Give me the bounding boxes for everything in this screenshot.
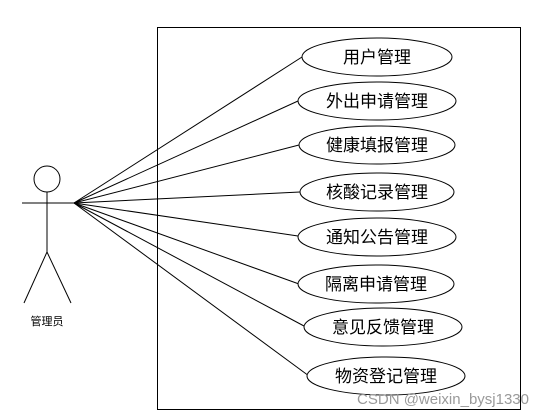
use-case-ellipse xyxy=(297,81,457,121)
use-case-label: 健康填报管理 xyxy=(326,136,428,156)
use-case-3: 健康填报管理 xyxy=(298,125,456,165)
system-boundary xyxy=(157,27,521,410)
actor-left-leg xyxy=(23,251,48,304)
association-line-7 xyxy=(73,202,305,327)
use-case-2: 外出申请管理 xyxy=(297,81,457,121)
use-case-1: 用户管理 xyxy=(301,37,453,77)
association-line-5 xyxy=(73,202,299,237)
association-line-8 xyxy=(73,202,310,377)
use-case-ellipse xyxy=(306,356,466,396)
association-line-2 xyxy=(73,100,299,204)
use-case-label: 意见反馈管理 xyxy=(332,318,434,338)
association-line-3 xyxy=(73,144,300,204)
use-case-label: 隔离申请管理 xyxy=(325,275,427,295)
use-case-label: 通知公告管理 xyxy=(326,228,428,248)
use-case-label: 物资登记管理 xyxy=(335,367,437,387)
use-case-4: 核酸记录管理 xyxy=(299,172,455,212)
use-case-ellipse xyxy=(299,172,455,212)
actor-label: 管理员 xyxy=(31,314,64,328)
association-line-1 xyxy=(73,56,303,204)
use-case-ellipse xyxy=(297,264,455,304)
use-case-ellipse xyxy=(303,307,463,347)
actor-right-leg xyxy=(46,251,72,304)
use-case-label: 外出申请管理 xyxy=(326,92,428,112)
actor-head xyxy=(33,165,61,193)
association-line-6 xyxy=(73,202,300,285)
use-case-label: 核酸记录管理 xyxy=(326,183,428,203)
use-case-ellipse xyxy=(297,217,457,257)
association-lines xyxy=(73,56,310,377)
use-case-8: 物资登记管理 xyxy=(306,356,466,396)
use-case-ellipse xyxy=(298,125,456,165)
use-case-5: 通知公告管理 xyxy=(297,217,457,257)
association-line-4 xyxy=(73,191,301,204)
actor-figure xyxy=(22,165,74,304)
use-case-7: 意见反馈管理 xyxy=(303,307,463,347)
watermark: CSDN @weixin_bysj1330 xyxy=(357,391,529,408)
use-case-label: 用户管理 xyxy=(343,48,411,68)
use-case-ellipse xyxy=(301,37,453,77)
use-case-6: 隔离申请管理 xyxy=(297,264,455,304)
